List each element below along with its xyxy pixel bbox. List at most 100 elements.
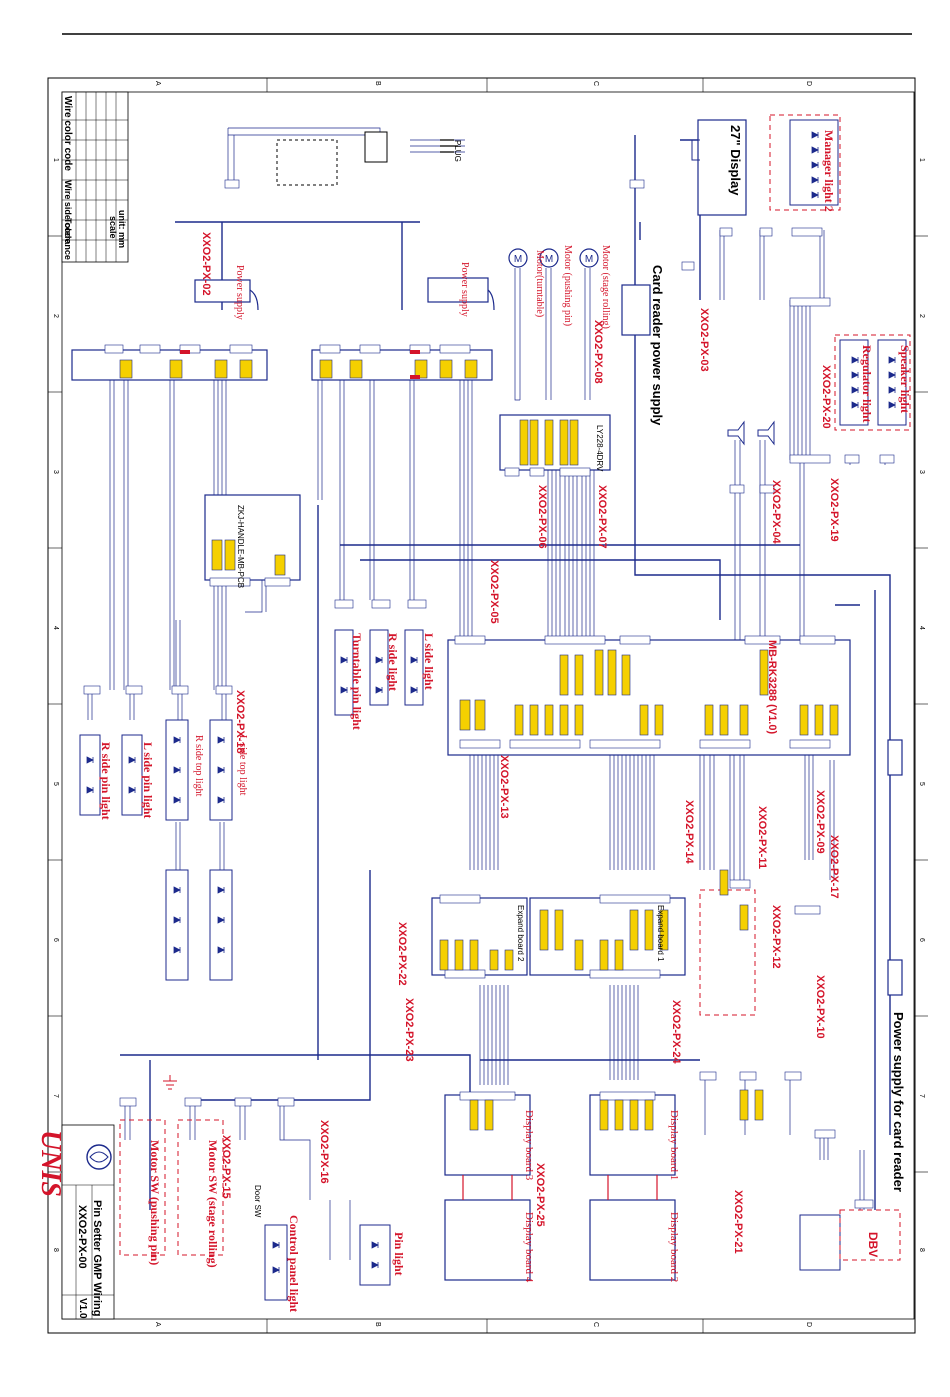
connector <box>459 1091 516 1101</box>
motor-push-label: Motor (pushing pin) <box>562 245 573 327</box>
company-logo-text: UNIS <box>35 1130 66 1197</box>
led-icon <box>811 146 819 154</box>
connector <box>789 739 831 749</box>
card-reader-psu-box <box>621 284 651 336</box>
speaker-icon <box>727 420 745 446</box>
connector-pin-label <box>559 419 569 466</box>
connector <box>729 879 751 889</box>
border-zone-letter: D <box>805 1322 812 1328</box>
connector <box>104 344 124 354</box>
connector-pin-label <box>519 419 529 466</box>
led-icon <box>217 916 225 924</box>
connector <box>854 1199 874 1209</box>
connector <box>359 344 381 354</box>
harness-label: XXO2-PX-10 <box>814 975 826 1039</box>
connector <box>454 635 486 645</box>
wire-color-code-label: Wire color code <box>62 96 73 171</box>
l-side-top-light-label: L side top light <box>237 735 248 796</box>
border-zone-number: 8 <box>918 1248 925 1252</box>
connector <box>171 685 189 695</box>
psu-board-left <box>71 349 268 381</box>
connector-pin-label <box>639 704 649 736</box>
harness-label: XXO2-PX-15 <box>220 1135 232 1199</box>
connector <box>729 484 745 494</box>
connector <box>789 454 831 464</box>
led-icon <box>410 686 418 694</box>
led-icon <box>851 401 859 409</box>
led-icon <box>811 191 819 199</box>
connector <box>407 599 427 609</box>
connector <box>504 467 520 477</box>
l-side-pin-light-box <box>121 734 143 816</box>
connector <box>444 969 486 979</box>
connector <box>789 297 831 307</box>
led-icon <box>173 796 181 804</box>
connector <box>277 1097 295 1107</box>
border-zone-letter: B <box>374 81 381 86</box>
harness-label: XXO2-PX-09 <box>814 790 826 854</box>
r-side-light-label: R side light <box>386 633 400 692</box>
harness-label: XXO2-PX-13 <box>498 755 510 819</box>
led-icon <box>217 766 225 774</box>
led-icon <box>811 161 819 169</box>
connector-pin-label <box>459 699 471 731</box>
border-zone-number: 2 <box>918 314 925 318</box>
connector-pin-label <box>739 904 749 931</box>
motor-push-icon <box>539 248 559 268</box>
display-board-2-box <box>589 1199 676 1281</box>
connector-pin-label <box>599 1099 609 1131</box>
harness-label: XXO2-PX-25 <box>534 1163 546 1227</box>
pin-light-label: Pin light <box>392 1232 406 1276</box>
connector-pin-label <box>439 939 449 971</box>
control-panel-light-box <box>264 1224 288 1301</box>
motor-stage-label: Motor (stage rolling) <box>600 245 611 329</box>
psu-board-right <box>311 349 493 381</box>
connector <box>879 454 895 464</box>
border-zone-number: 5 <box>918 782 925 786</box>
connector <box>794 905 821 915</box>
r-side-pin-light-box <box>79 734 101 816</box>
border-zone-letter: C <box>592 81 599 87</box>
connector-pin-label <box>554 909 564 951</box>
connector-pin-label <box>599 939 609 971</box>
highlight-marker <box>180 350 190 354</box>
harness-label: XXO2-PX-14 <box>683 800 695 864</box>
card-reader-port-2 <box>887 959 903 996</box>
connector-pin-label <box>814 704 824 736</box>
wire-color-table <box>61 91 129 263</box>
border-zone-number: 3 <box>52 470 59 474</box>
connector <box>439 894 481 904</box>
led-icon <box>371 1241 379 1249</box>
connector-pin-label <box>569 419 579 466</box>
connector <box>699 1071 717 1081</box>
connector-pin-label <box>489 949 499 971</box>
led-icon <box>340 686 348 694</box>
connector <box>599 1091 656 1101</box>
connector-pin-label <box>454 939 464 971</box>
connector <box>629 179 645 189</box>
r-side-light-box <box>369 629 389 706</box>
connector-pin-label <box>544 704 554 736</box>
connector <box>599 894 671 904</box>
harness-label: XXO2-PX-20 <box>820 365 832 429</box>
harness-label: XXO2-PX-17 <box>828 835 840 899</box>
harness-label: XXO2-PX-05 <box>488 560 500 624</box>
connector <box>83 685 101 695</box>
connector-pin-label <box>464 359 478 379</box>
harness-label: XXO2-PX-21 <box>732 1190 744 1254</box>
led-icon <box>851 356 859 364</box>
led-icon <box>173 886 181 894</box>
motor-drv-board <box>499 414 611 471</box>
border-zone-letter: B <box>374 1322 381 1327</box>
connector <box>119 1097 137 1107</box>
border-zone-number: 3 <box>918 470 925 474</box>
connector <box>739 1071 757 1081</box>
l-side-light-label: L side light <box>422 633 436 690</box>
border-zone-letter: C <box>592 1322 599 1328</box>
led-icon <box>173 916 181 924</box>
border-zone-number: 6 <box>52 938 59 942</box>
connector-pin-label <box>239 359 253 379</box>
connector-pin-label <box>319 359 333 379</box>
main-board <box>447 639 851 756</box>
connector-pin-label <box>644 909 654 951</box>
